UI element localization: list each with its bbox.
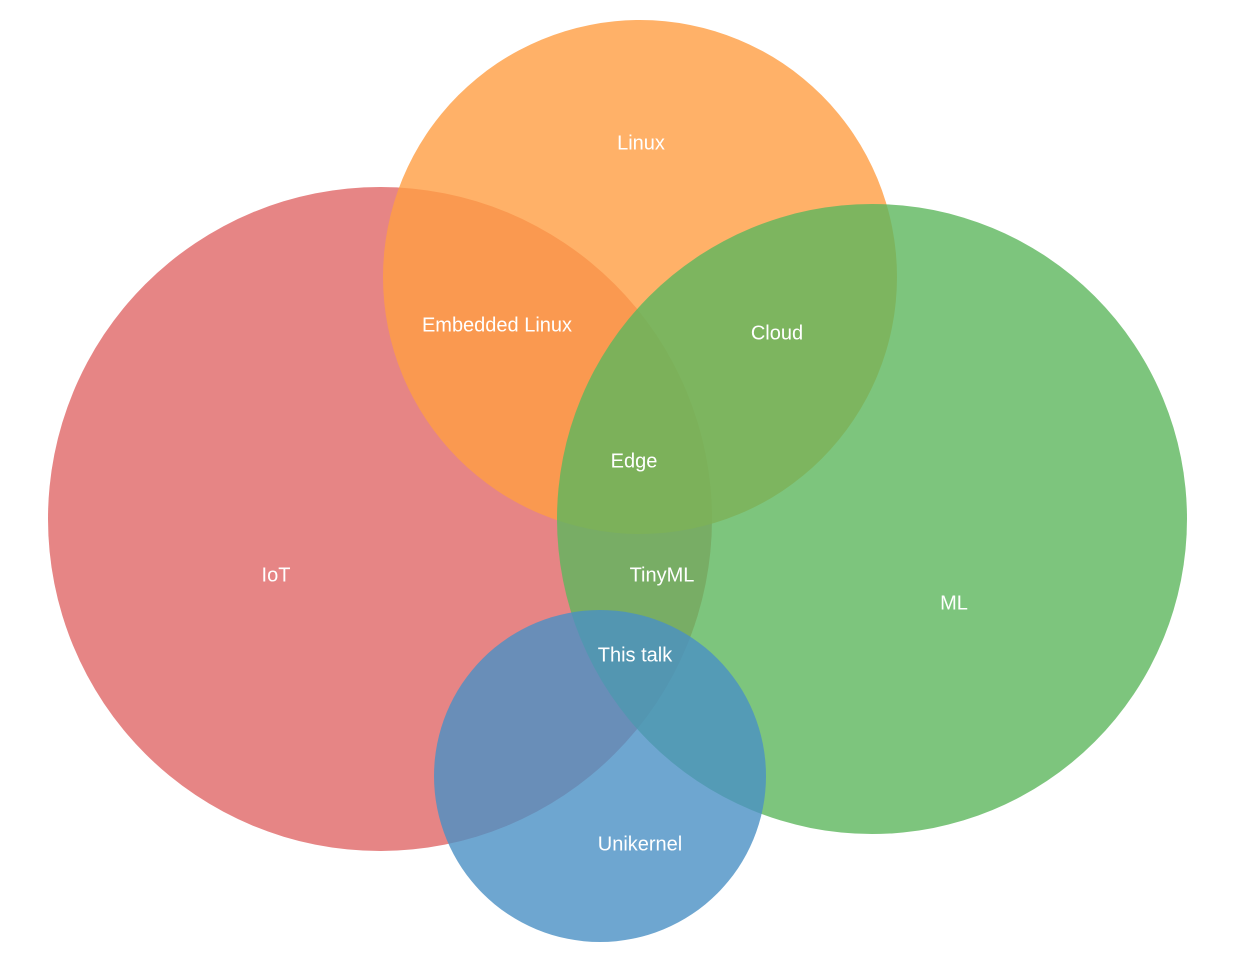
linux-label: Linux xyxy=(617,132,665,154)
set-labels: IoT Linux ML Unikernel xyxy=(262,132,968,855)
embedded-linux-label: Embedded Linux xyxy=(422,314,572,336)
ml-label: ML xyxy=(940,592,968,614)
unikernel-label: Unikernel xyxy=(598,833,682,855)
tinyml-label: TinyML xyxy=(630,564,695,586)
unikernel-set-circle xyxy=(434,610,766,942)
cloud-label: Cloud xyxy=(751,322,803,344)
this-talk-label: This talk xyxy=(598,644,673,666)
iot-label: IoT xyxy=(262,564,291,586)
intersection-labels: Embedded Linux Cloud Edge TinyML This ta… xyxy=(422,314,803,666)
set-circles xyxy=(48,20,1187,942)
edge-label: Edge xyxy=(611,450,658,472)
